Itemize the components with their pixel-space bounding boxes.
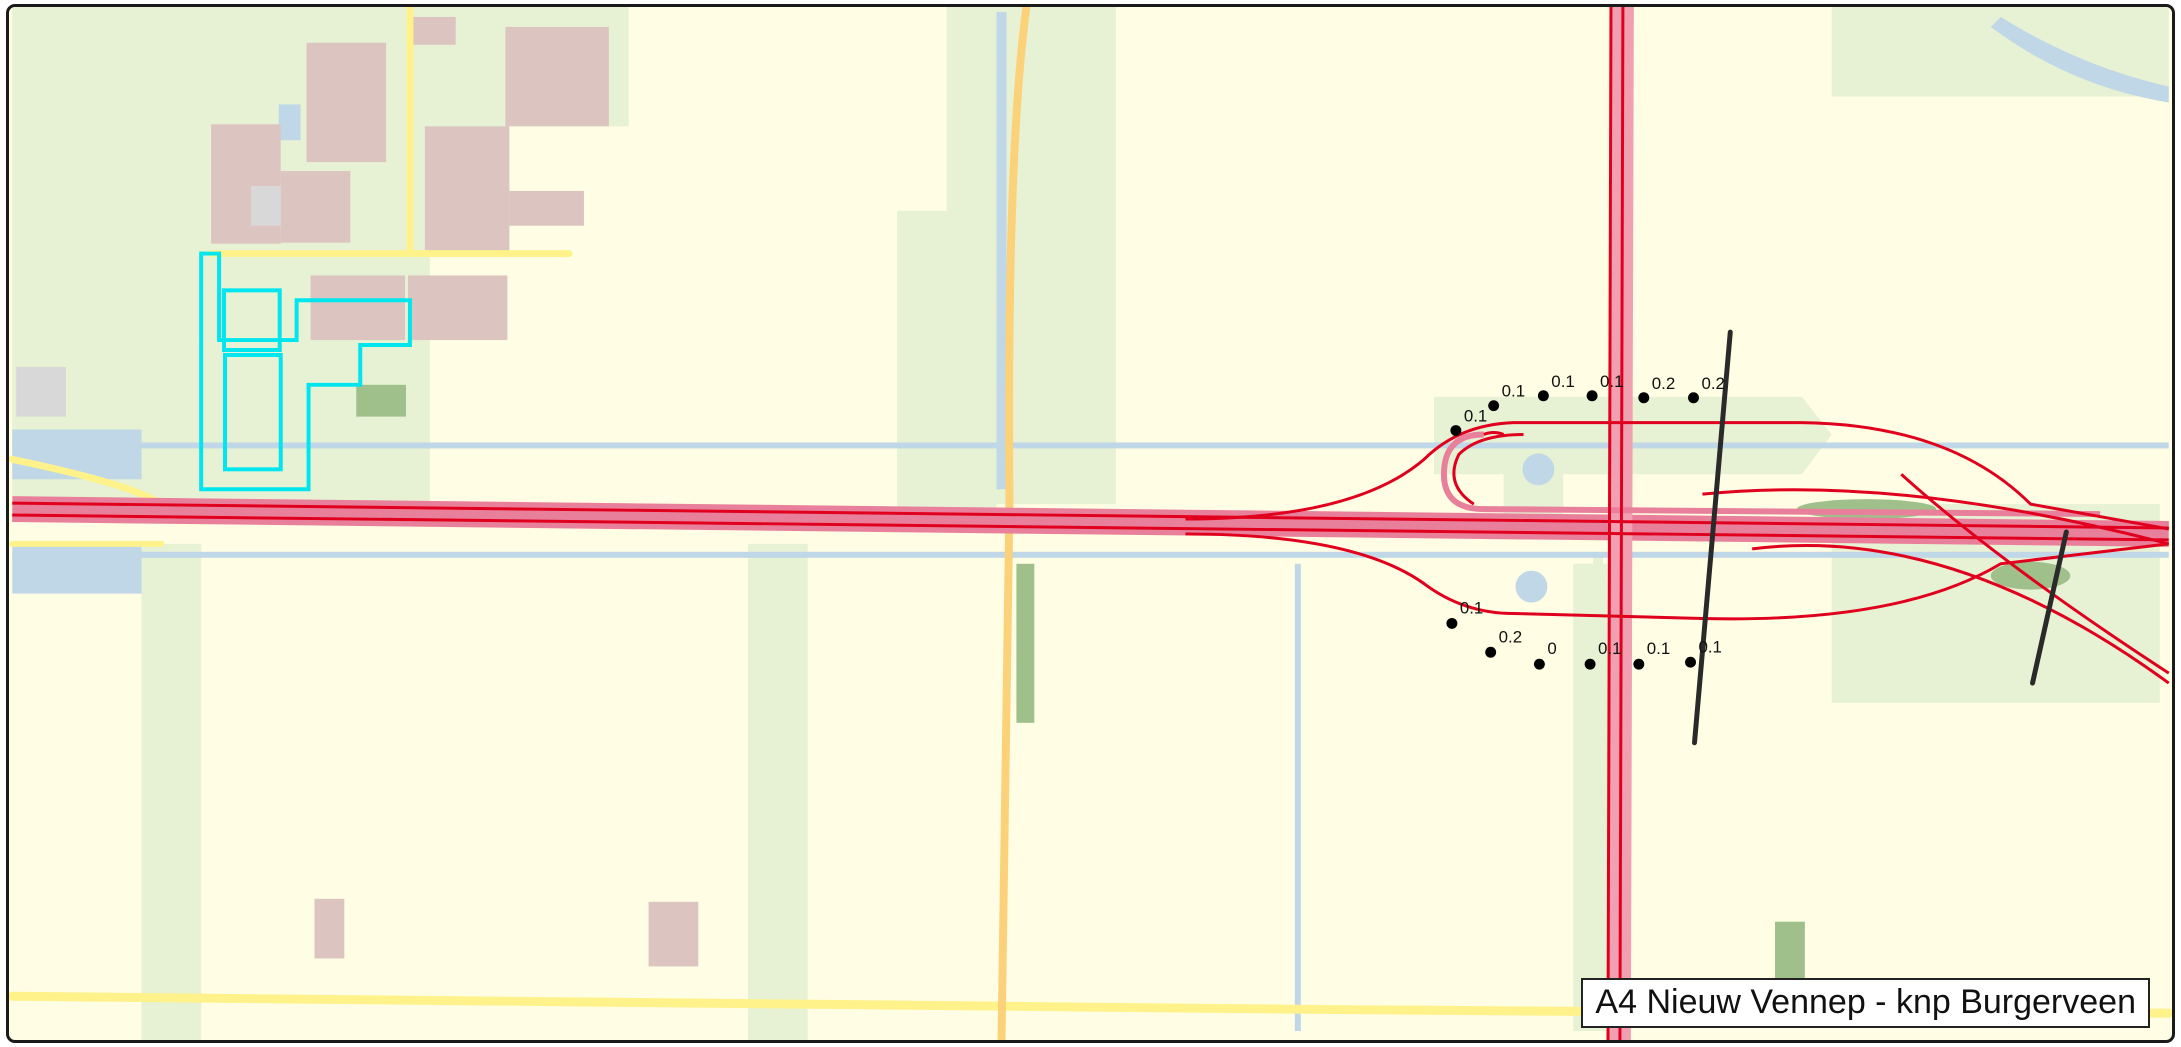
park-patches: [356, 384, 2071, 984]
map-frame: 0.1 0.1 0.1 0.1 0.2 0.2 0.1 0.2 0 0.1 0.1 0.1 A4 N…: [6, 4, 2175, 1043]
receptor-value-label: 0.1: [1600, 372, 1623, 391]
receptor-point: [1533, 658, 1545, 670]
map-canvas[interactable]: 0.1 0.1 0.1 0.1 0.2 0.2 0.1 0.2 0 0.1 0.1 0.1: [9, 7, 2172, 1040]
receptor-point: [1537, 390, 1549, 402]
receptor-points-north: 0.1 0.1 0.1 0.1 0.2 0.2: [1450, 372, 1725, 437]
receptor-point: [1446, 617, 1458, 629]
receptor-points-south: 0.1 0.2 0 0.1 0.1 0.1: [1446, 598, 1722, 670]
receptor-value-label: 0.1: [1464, 407, 1487, 426]
receptor-point: [1633, 658, 1645, 670]
grey-buildings: [16, 185, 281, 417]
receptor-point: [1685, 656, 1696, 668]
receptor-value-label: 0.1: [1647, 639, 1670, 658]
receptor-value-label: 0.1: [1551, 372, 1574, 391]
cross-section-lines: [1692, 329, 2069, 746]
receptor-point: [1450, 425, 1462, 437]
receptor-value-label: 0: [1547, 639, 1556, 658]
water: [12, 11, 2169, 1032]
receptor-point: [1488, 400, 1500, 412]
study-area-outline: [199, 251, 412, 492]
receptor-point: [1638, 392, 1650, 404]
receptor-point: [1485, 646, 1497, 658]
noise-contours: [12, 7, 2170, 1040]
receptor-value-label: 0.1: [1460, 598, 1483, 617]
receptor-point: [1584, 658, 1596, 670]
receptor-value-label: 0.2: [1499, 627, 1522, 646]
map-title: A4 Nieuw Vennep - knp Burgerveen: [1581, 977, 2150, 1028]
receptor-value-label: 0.1: [1598, 639, 1621, 658]
receptor-value-label: 0.1: [1502, 382, 1525, 401]
receptor-value-label: 0.1: [1698, 637, 1721, 656]
receptor-point: [1688, 392, 1699, 404]
receptor-value-label: 0.2: [1652, 374, 1675, 393]
receptor-value-label: 0.2: [1701, 374, 1724, 393]
buildings: [211, 16, 699, 967]
receptor-point: [1586, 390, 1598, 402]
